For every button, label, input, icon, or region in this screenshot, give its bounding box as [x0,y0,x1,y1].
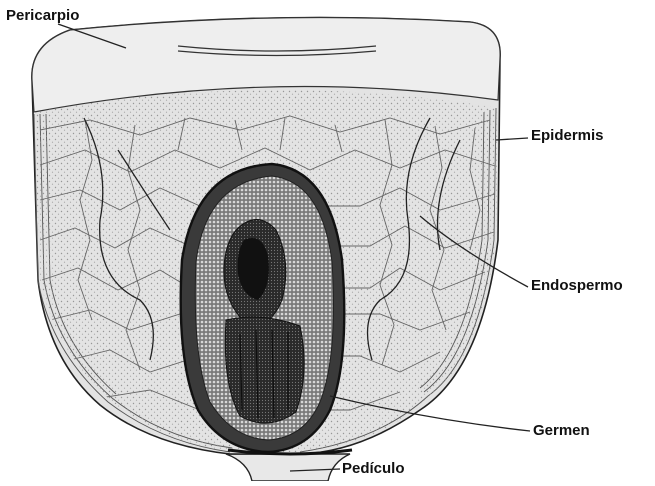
label-germen: Germen [533,422,590,440]
label-epidermis: Epidermis [531,127,604,145]
label-endospermo: Endospermo [531,277,623,295]
germ [181,164,345,452]
label-pediculo: Pedículo [342,460,405,478]
epidermis-leader [496,138,528,140]
pedicel-shape [226,454,350,481]
label-pericarpio: Pericarpio [6,7,79,25]
